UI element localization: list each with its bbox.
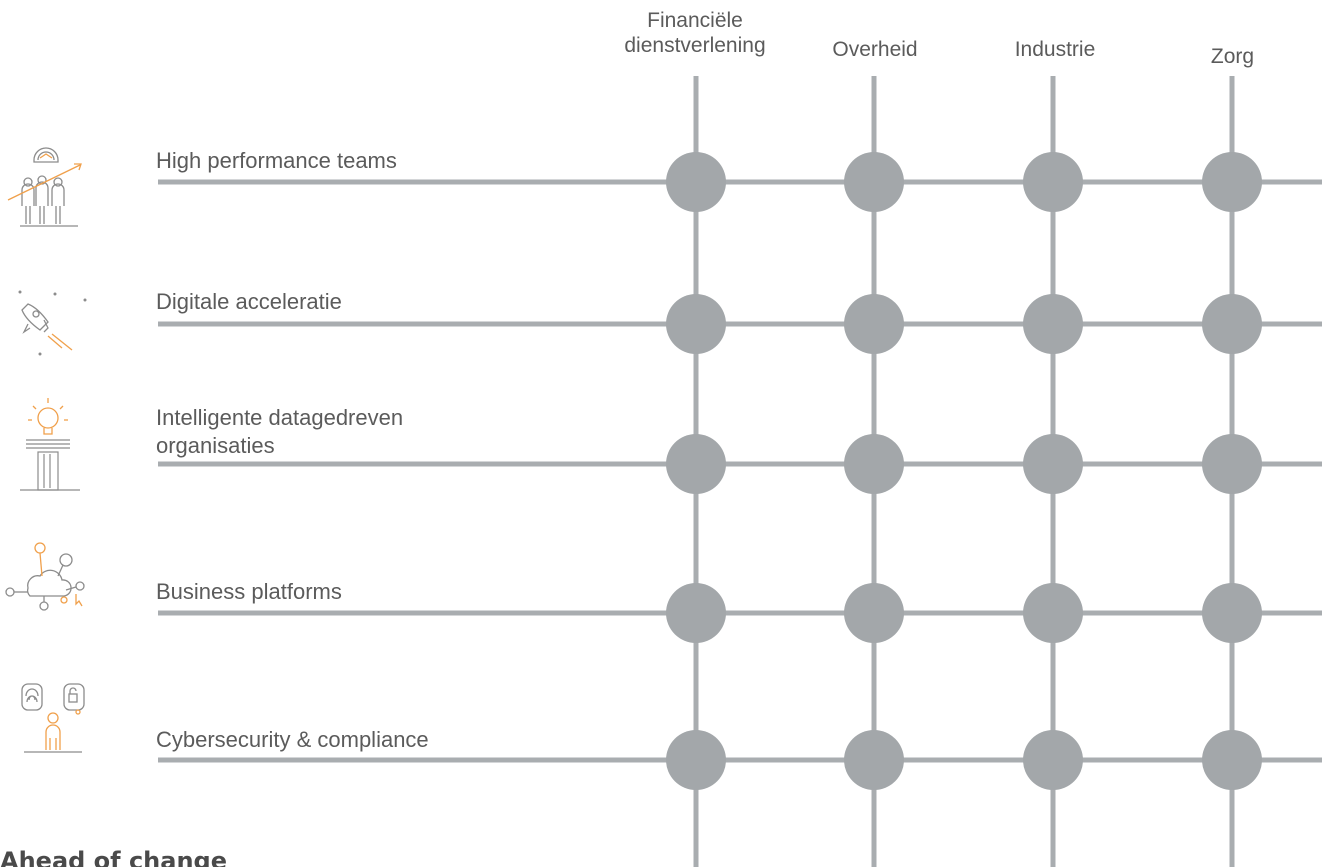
footer-title: Ahead of change [0, 847, 228, 867]
matrix-node [666, 730, 726, 790]
row-label-high-performance-teams: High performance teams [156, 148, 397, 173]
matrix-node [1202, 434, 1262, 494]
matrix-node [1023, 294, 1083, 354]
matrix-node [666, 152, 726, 212]
matrix-node [666, 434, 726, 494]
matrix-node [844, 294, 904, 354]
cloud-network-icon [5, 542, 85, 611]
matrix-node [1202, 583, 1262, 643]
matrix-node [666, 294, 726, 354]
matrix-node [1023, 730, 1083, 790]
matrix-node [844, 730, 904, 790]
matrix-node [666, 583, 726, 643]
row-label-data-driven-organisations: Intelligente datagedreven organisaties [156, 405, 404, 458]
column-label-government: Overheid [832, 38, 918, 61]
row-label-business-platforms: Business platforms [156, 579, 342, 604]
lightbulb-data-icon [20, 398, 80, 491]
fingerprint-lock-icon [21, 683, 85, 753]
matrix-node [1023, 434, 1083, 494]
matrix-node [844, 583, 904, 643]
rocket-icon [18, 290, 87, 356]
matrix-node [844, 434, 904, 494]
team-performance-icon [7, 147, 82, 227]
matrix-node [1202, 294, 1262, 354]
matrix-node [844, 152, 904, 212]
column-label-healthcare: Zorg [1210, 45, 1255, 68]
matrix-node [1202, 152, 1262, 212]
row-label-cybersecurity: Cybersecurity & compliance [156, 727, 429, 752]
matrix-node [1202, 730, 1262, 790]
column-label-financial: Financiële dienstverlening [624, 9, 766, 57]
column-label-industry: Industrie [1014, 38, 1096, 61]
matrix-node [1023, 583, 1083, 643]
row-label-digital-acceleration: Digitale acceleratie [156, 289, 342, 314]
matrix-node [1023, 152, 1083, 212]
